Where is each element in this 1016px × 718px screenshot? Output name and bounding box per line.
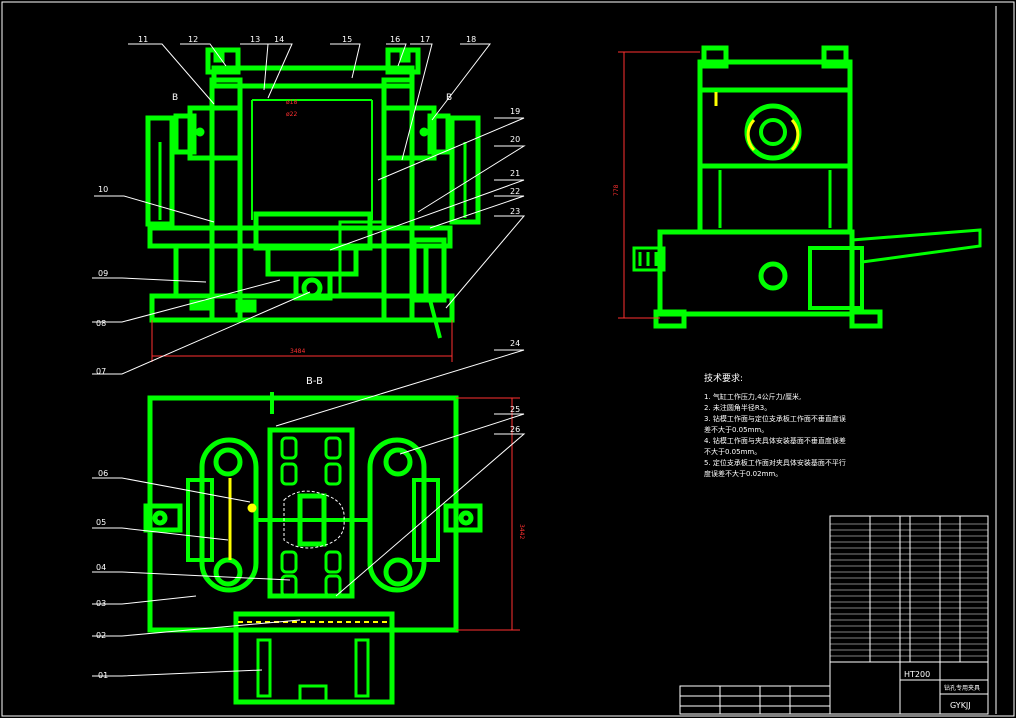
leader-lines (92, 43, 526, 677)
title-drawing-code: GYKJJ (950, 701, 971, 710)
plan-view-cutout (283, 490, 345, 549)
callout-25: 25 (510, 405, 520, 414)
callout-18: 18 (466, 35, 476, 44)
callout-14: 14 (274, 35, 284, 44)
callout-17: 17 (420, 35, 430, 44)
note-line-7: 5. 定位支承板工作面对夹具体安装基面不平行 (704, 459, 846, 467)
callout-16: 16 (390, 35, 400, 44)
section-marker-right: B (446, 93, 452, 103)
plan-view-details (256, 436, 370, 704)
note-line-8: 度误差不大于0.02mm。 (704, 470, 783, 478)
parts-list (829, 515, 989, 663)
callout-07: 07 (96, 367, 106, 376)
title-block (679, 661, 989, 715)
title-drawing-name: 钻孔专用夹具 (944, 684, 980, 692)
note-line-5: 4. 钻模工作面与夹具体安装基面不垂直度误差 (704, 437, 846, 445)
note-line-3: 3. 钻模工作面与定位支承板工作面不垂直度误 (704, 415, 846, 423)
dim-small-a: ø18 (286, 99, 297, 106)
callout-09: 09 (98, 269, 108, 278)
note-line-2: 2. 未注圆角半径R3。 (704, 404, 772, 412)
dim-small-b: ø22 (286, 111, 297, 118)
callout-04: 04 (96, 563, 106, 572)
front-view (145, 47, 481, 339)
callout-21: 21 (510, 169, 520, 178)
side-view-left-fitting (632, 246, 666, 272)
callout-20: 20 (510, 135, 520, 144)
section-marker-left: B (172, 93, 178, 103)
dimension-texts: 3484 778 3442 ø18 ø22 (286, 99, 620, 539)
callout-26: 26 (510, 425, 520, 434)
callout-22: 22 (510, 187, 520, 196)
side-view-details (714, 92, 800, 152)
callout-13: 13 (250, 35, 260, 44)
title-block-texts: HT200 钻孔专用夹具 GYKJJ (904, 670, 980, 710)
title-material: HT200 (904, 670, 930, 679)
technical-requirements: 技术要求: 1. 气缸工作压力,4公斤力/厘米, 2. 未注圆角半径R3。 3.… (704, 374, 894, 480)
note-line-6: 不大于0.05mm。 (704, 448, 762, 456)
callout-11: 11 (138, 35, 148, 44)
plan-view-yellow-details (228, 478, 390, 623)
callout-05: 05 (96, 518, 106, 527)
plan-height-dimension (456, 397, 520, 631)
section-title-bb: B-B (306, 376, 323, 387)
callout-10: 10 (98, 185, 108, 194)
callout-19: 19 (510, 107, 520, 116)
callout-06: 06 (98, 469, 108, 478)
callout-01: 01 (98, 671, 108, 680)
callout-12: 12 (188, 35, 198, 44)
callout-23: 23 (510, 207, 520, 216)
callout-02: 02 (96, 631, 106, 640)
dim-plan-height: 3442 (518, 524, 525, 539)
callout-labels: 11 12 13 14 15 16 17 18 19 20 21 22 23 2… (96, 35, 520, 680)
notes-title: 技术要求: (704, 374, 744, 384)
front-view-details (189, 51, 429, 313)
callout-15: 15 (342, 35, 352, 44)
callout-24: 24 (510, 339, 520, 348)
top-width-dimension (151, 320, 453, 362)
dim-side-height: 778 (613, 184, 620, 196)
side-height-dimension (618, 51, 700, 319)
note-line-1: 1. 气缸工作压力,4公斤力/厘米, (704, 393, 802, 401)
side-view (653, 45, 982, 329)
dim-top-width: 3484 (290, 348, 305, 355)
note-line-4: 差不大于0.05mm。 (704, 426, 769, 434)
plan-view (143, 395, 483, 705)
parts-list-rows (830, 523, 988, 657)
callout-03: 03 (96, 599, 106, 608)
section-markers: B B B-B (172, 93, 452, 387)
callout-08: 08 (96, 319, 106, 328)
